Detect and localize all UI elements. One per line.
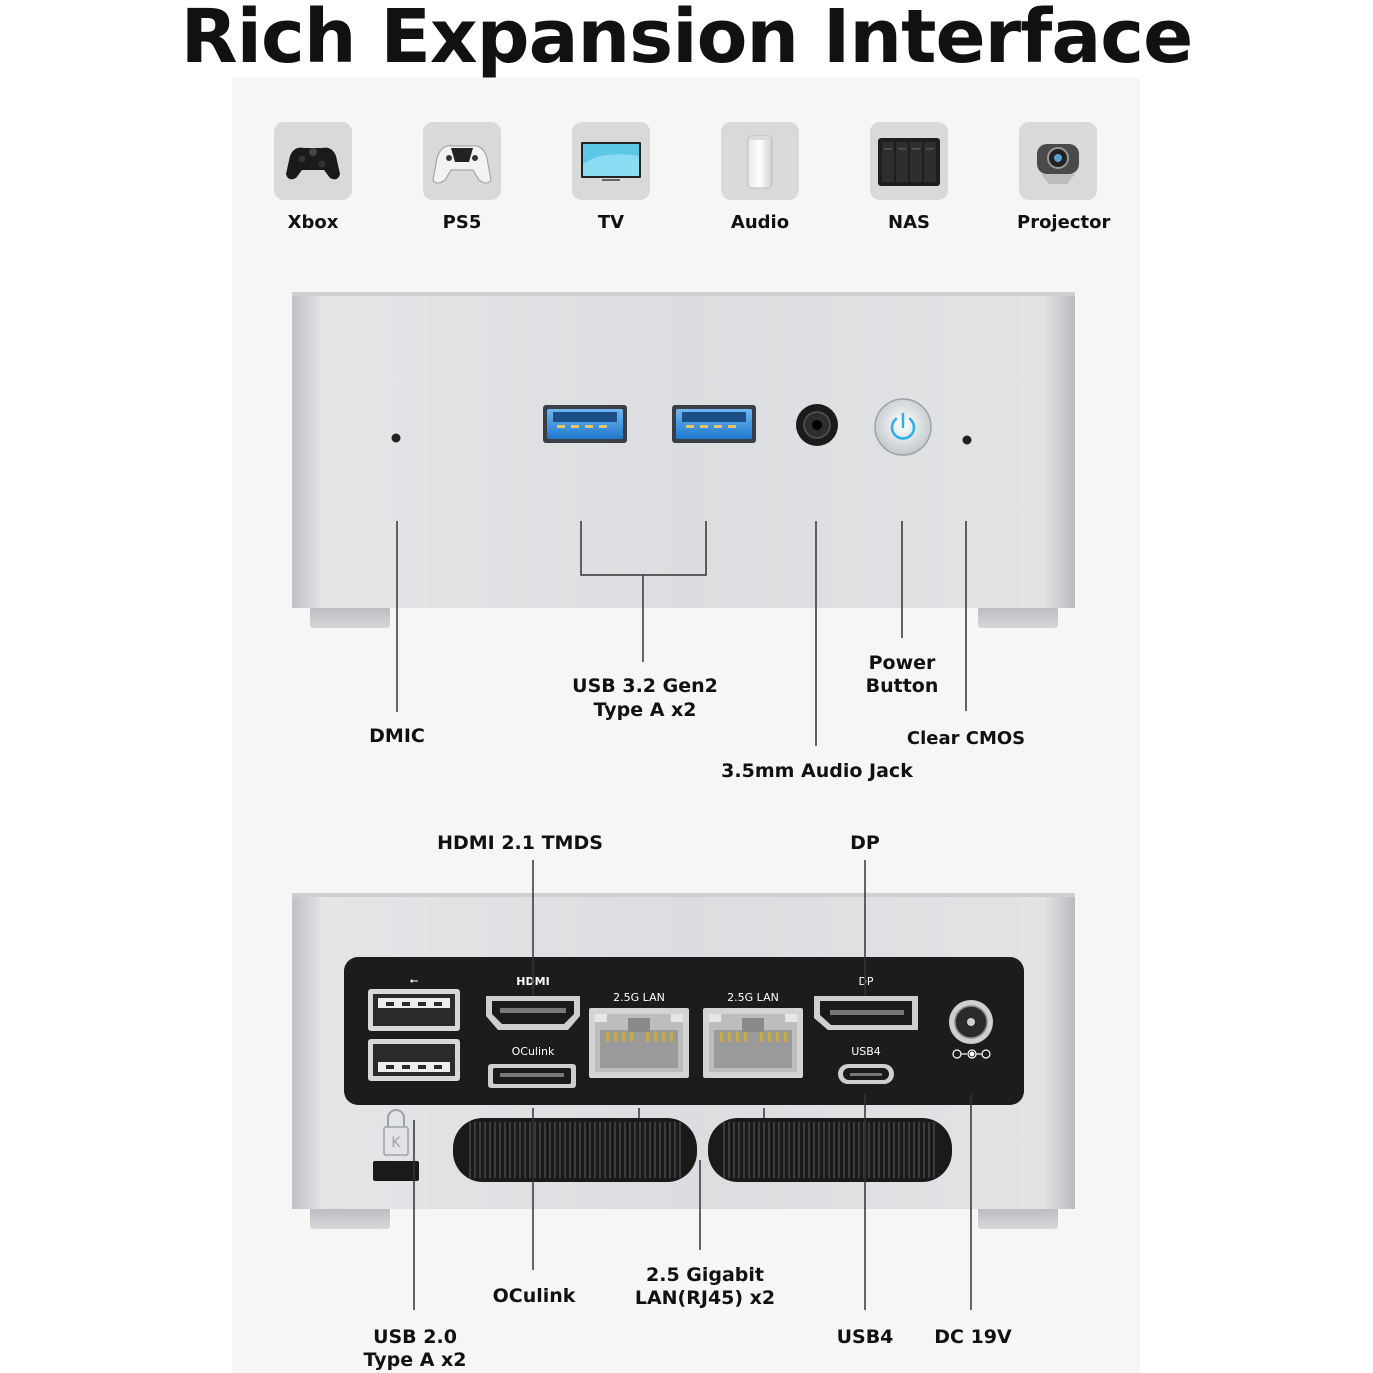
nas-icon: [870, 122, 948, 200]
usb-2-ports: ⭠: [368, 974, 460, 1081]
clear-cmos-hole: [962, 435, 972, 445]
dc-power-jack: [949, 1000, 993, 1059]
usb4-port-label: USB4: [851, 1045, 881, 1058]
power-button: [874, 398, 932, 456]
device-label: Projector: [1017, 212, 1111, 233]
oculink-port-label: OCulink: [512, 1045, 555, 1058]
dmic-label: DMIC: [369, 725, 425, 747]
displayport-port: DP: [814, 975, 918, 1030]
gamepad-icon: [423, 122, 501, 200]
dmic-hole: [391, 433, 401, 443]
usb20-label-line1: USB 2.0: [373, 1326, 457, 1348]
chassis-foot: [978, 606, 1058, 628]
gamepad-icon: [274, 122, 352, 200]
dc-polarity-icon: [952, 1049, 991, 1059]
clear-cmos-label: Clear CMOS: [906, 728, 1026, 749]
tv-icon: [572, 122, 650, 200]
projector-icon: [1019, 122, 1097, 200]
device-row: Xbox PS5 TV: [272, 122, 1111, 242]
lan-port: 2.5G LAN: [703, 991, 803, 1078]
usb-a-port-front: [672, 405, 756, 443]
top-edge: [292, 292, 1075, 296]
power-label-line2: Button: [865, 675, 939, 697]
audio-jack-label: 3.5mm Audio Jack: [721, 760, 913, 782]
lan-port: 2.5G LAN: [589, 991, 689, 1078]
device-label: NAS: [888, 212, 930, 233]
usb-symbol-icon: ⭠: [410, 974, 419, 987]
device-label: PS5: [442, 212, 482, 233]
device-label: Xbox: [287, 212, 339, 233]
speaker-icon: [721, 122, 799, 200]
hdmi-label: HDMI 2.1 TMDS: [437, 832, 603, 854]
usb32-label-line1: USB 3.2 Gen2: [572, 675, 718, 697]
chassis-foot: [310, 606, 390, 628]
lan-label-line1: 2.5 Gigabit: [646, 1264, 764, 1286]
front-chassis: [292, 292, 1075, 628]
lan-label-line2: LAN(RJ45) x2: [634, 1287, 776, 1309]
usb20-label-line2: Type A x2: [363, 1349, 467, 1371]
page-title: Rich Expansion Interface: [180, 0, 1194, 80]
oculink-port: OCulink: [488, 1045, 576, 1088]
kensington-lock-icon: K: [373, 1109, 419, 1181]
svg-text:K: K: [391, 1135, 401, 1151]
front-callout-lines: [396, 521, 967, 746]
device-audio: Audio: [719, 122, 801, 233]
power-label-line1: Power: [868, 652, 936, 674]
dc-label: DC 19V: [934, 1326, 1012, 1348]
power-icon: [890, 417, 916, 440]
device-projector: Projector: [1017, 122, 1111, 233]
rear-callout-lines: [413, 860, 972, 1310]
oculink-label: OCulink: [492, 1285, 576, 1307]
dp-port-label: DP: [858, 975, 873, 988]
chassis-foot: [310, 1207, 390, 1229]
usb-a-port-front: [543, 405, 627, 443]
front-panel-body: [292, 292, 1075, 608]
ventilation-grille: [453, 1118, 952, 1182]
device-ps5: PS5: [421, 122, 503, 233]
chassis-foot: [978, 1207, 1058, 1229]
lan-port-label: 2.5G LAN: [727, 991, 779, 1004]
hdmi-port: HDMI: [486, 975, 580, 1030]
usb4-label: USB4: [836, 1326, 894, 1348]
device-label: Audio: [730, 212, 790, 233]
device-xbox: Xbox: [272, 122, 354, 233]
lan-port-label: 2.5G LAN: [613, 991, 665, 1004]
usb4-port: USB4: [838, 1045, 894, 1084]
device-label: TV: [597, 212, 625, 233]
audio-jack: [796, 404, 838, 446]
dp-label: DP: [850, 832, 880, 854]
device-tv: TV: [570, 122, 652, 233]
device-nas: NAS: [868, 122, 950, 233]
usb32-label-line2: Type A x2: [593, 699, 697, 721]
